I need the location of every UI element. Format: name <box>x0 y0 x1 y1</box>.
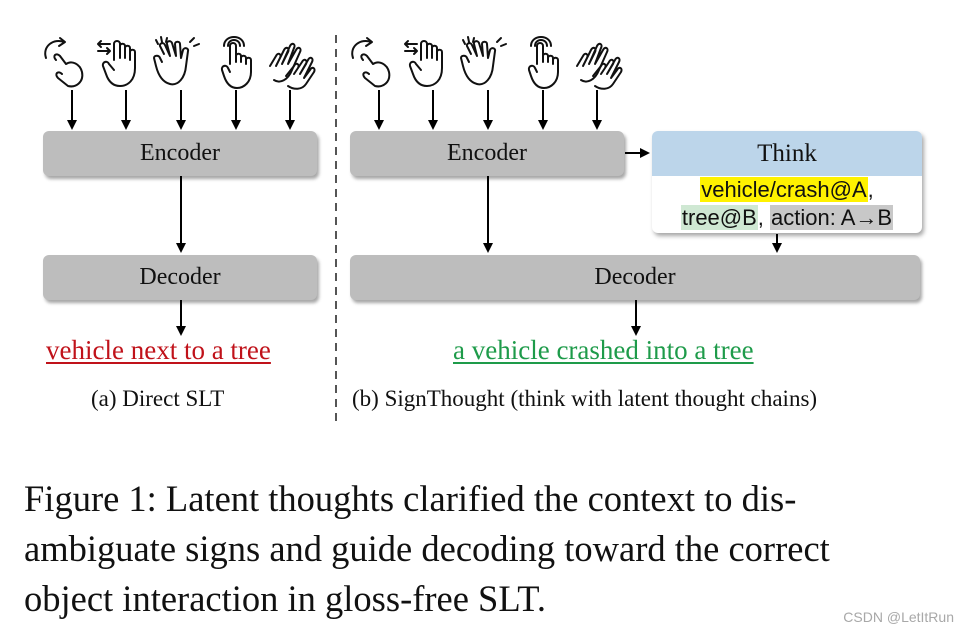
caption-line-3: object interaction in gloss-free SLT. <box>24 578 547 619</box>
think-box: Think vehicle/crash@A, tree@B, action: A… <box>652 131 922 233</box>
encoder-box-b: Encoder <box>350 131 624 176</box>
subcaption-b: (b) SignThought (think with latent thoug… <box>352 386 818 411</box>
caption-line-1: Figure 1: Latent thoughts clarified the … <box>24 478 797 519</box>
swipe-hand-icon <box>404 40 443 87</box>
think-token-vehicle-crash: vehicle/crash@A <box>700 177 868 202</box>
decoder-box-b: Decoder <box>350 255 920 300</box>
think-title: Think <box>757 139 817 167</box>
input-arrows-a <box>67 90 295 130</box>
subcaption-a: (a) Direct SLT <box>91 386 225 411</box>
output-text-b: a vehicle crashed into a tree <box>453 335 754 365</box>
caption-line-2: ambiguate signs and guide decoding towar… <box>24 528 830 569</box>
encoder-label-a: Encoder <box>140 140 220 166</box>
figure-caption: Figure 1: Latent thoughts clarified the … <box>24 474 954 624</box>
think-separator-2: , <box>757 205 771 230</box>
spread-hands-icon <box>576 42 623 90</box>
waving-hands-icon <box>460 36 507 86</box>
watermark: CSDN @LetItRun <box>843 609 954 625</box>
sign-icons <box>44 36 623 90</box>
think-header: Think <box>652 131 922 176</box>
encoder-label-b: Encoder <box>447 140 527 166</box>
decoder-box-a: Decoder <box>43 255 317 300</box>
decoder-label-b: Decoder <box>594 264 676 290</box>
think-token-tree: tree@B <box>680 205 758 230</box>
think-separator-1: , <box>867 177 874 202</box>
output-text-a: vehicle next to a tree <box>46 335 271 365</box>
spread-hands-icon <box>269 42 316 90</box>
encoder-box-a: Encoder <box>43 131 317 176</box>
rotate-tap-hand-icon <box>351 37 391 88</box>
decoder-label-a: Decoder <box>139 264 221 290</box>
tap-hand-icon <box>527 36 559 89</box>
rotate-tap-hand-icon <box>44 37 84 88</box>
think-line-2: tree@B, action: A→B <box>652 205 922 231</box>
think-line-1: vehicle/crash@A, <box>652 177 922 203</box>
think-token-action: action: A→B <box>770 205 894 230</box>
swipe-hand-icon <box>97 40 136 87</box>
input-arrows-b <box>374 90 602 130</box>
waving-hands-icon <box>153 36 200 86</box>
tap-hand-icon <box>220 36 252 89</box>
